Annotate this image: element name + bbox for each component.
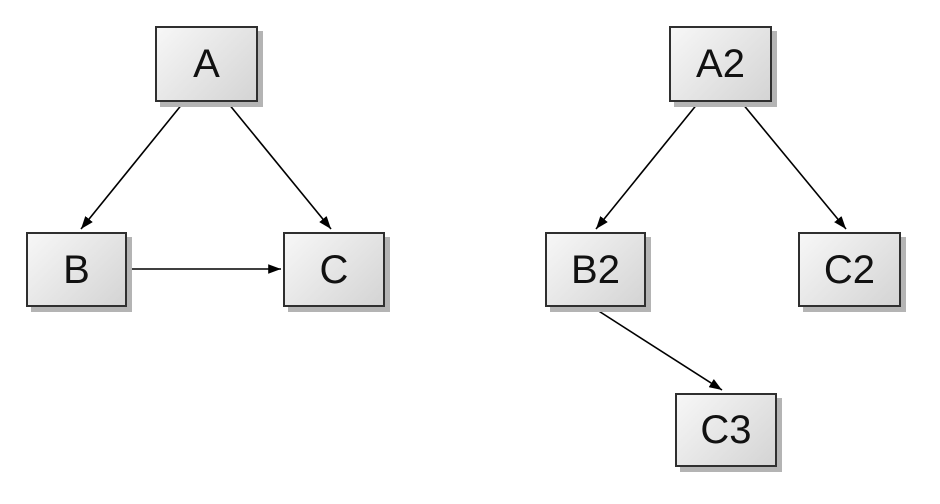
edge-A-B [80,102,184,230]
node-c2-label: C2 [823,247,876,292]
node-a2-label: A2 [696,42,745,86]
node-c3-label: C3 [700,408,752,452]
node-c3[interactable]: C3 [675,393,777,467]
node-b[interactable]: B [26,232,127,307]
node-c[interactable]: C [283,232,385,307]
edge-A2-B2 [595,102,699,230]
edge-B2-C3 [593,307,723,391]
node-b2[interactable]: B2 [545,232,646,307]
node-c-label: C [319,247,349,292]
node-b2-label: B2 [571,247,620,292]
node-a[interactable]: A [155,26,258,102]
node-b-label: B [63,247,90,292]
edge-A-C [227,102,332,230]
node-a2[interactable]: A2 [669,26,772,102]
node-a-label: A [193,42,220,86]
node-c2[interactable]: C2 [798,232,901,307]
edge-A2-C2 [741,102,847,230]
